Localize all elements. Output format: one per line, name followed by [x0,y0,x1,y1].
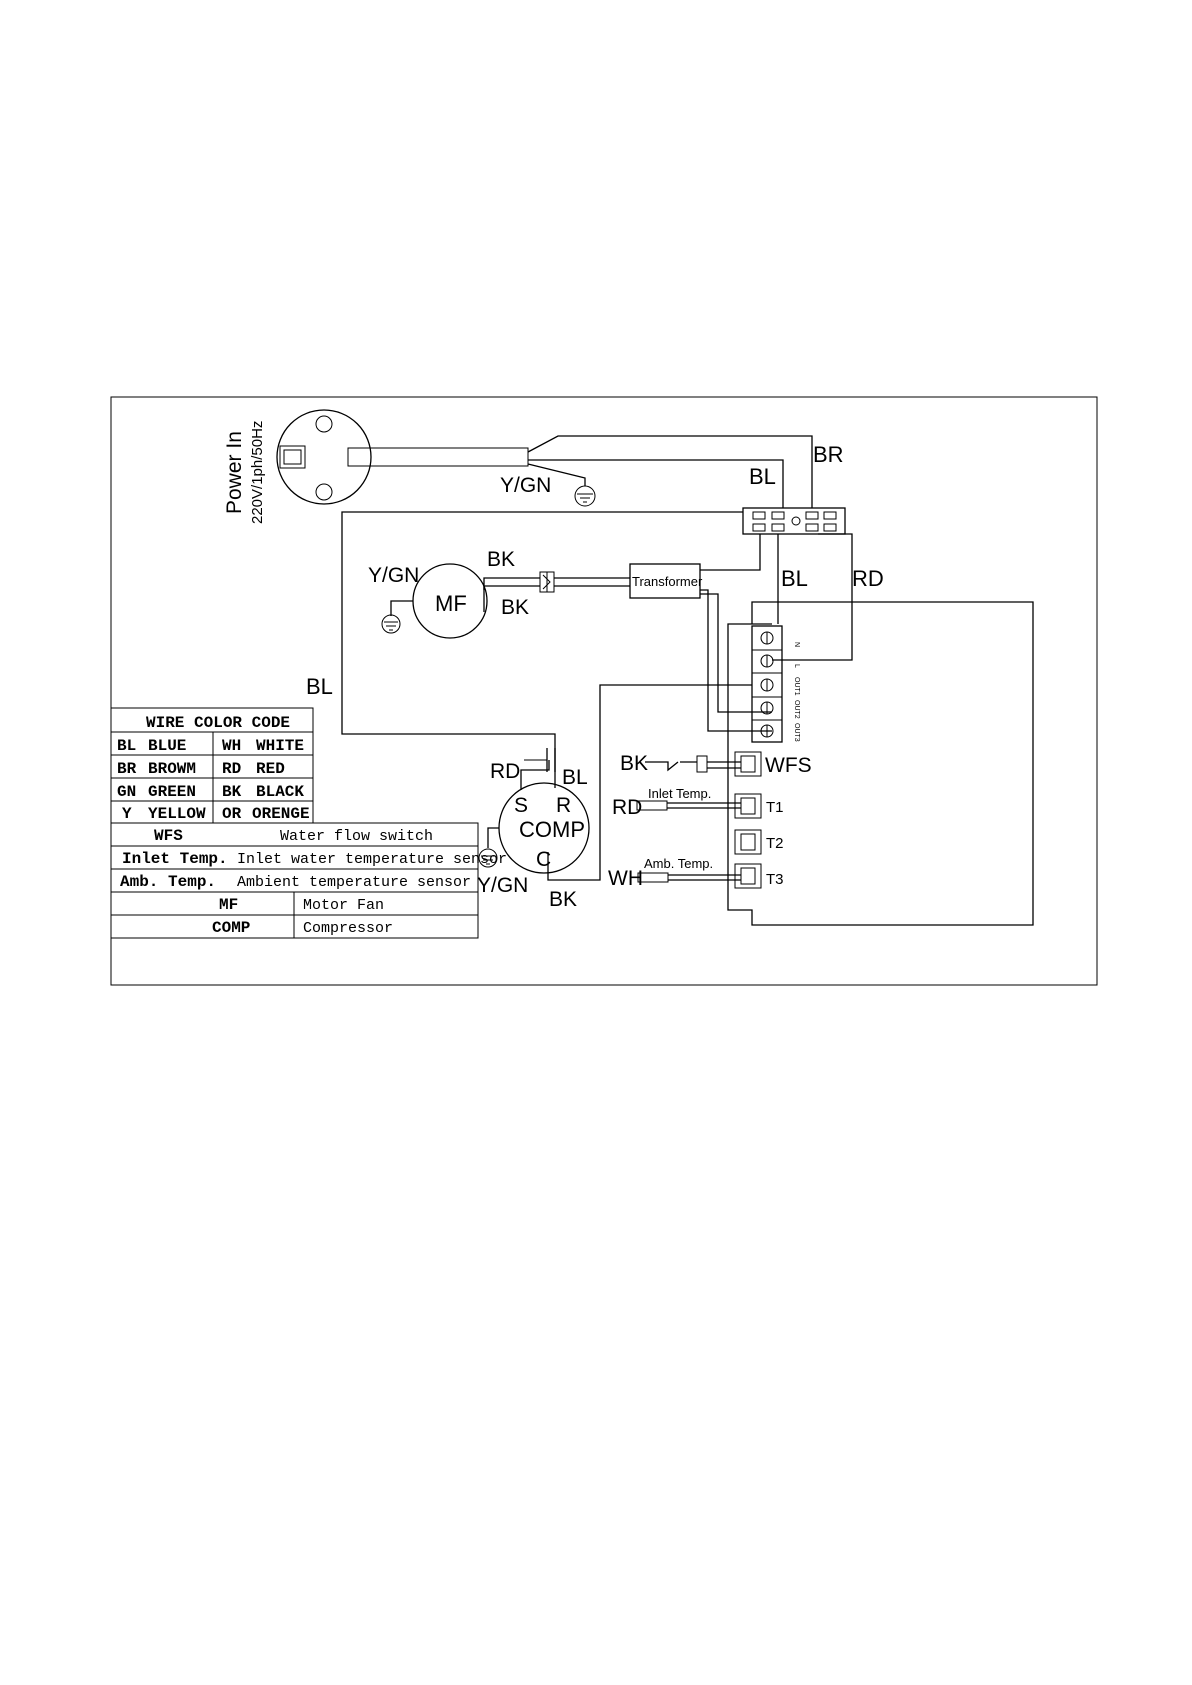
transformer-input-wire [700,534,761,571]
fan-label: MF [435,591,467,616]
wfs-label: WFS [765,754,812,777]
bl-mid-label: BL [781,566,808,591]
comp-r-label: R [556,794,571,817]
legend-abbr: MF [219,896,238,914]
transformer-out-wire-2 [700,593,772,713]
power-spec: 220V/1ph/50Hz [249,421,266,524]
inlet-sensor [636,800,668,811]
transformer-out-wire-1 [700,589,772,732]
legend-abbr: Inlet Temp. [122,850,228,868]
comp-s-wire [520,760,550,790]
wire-color-legend [110,707,479,939]
power-in-title: Power In [223,431,246,514]
fan-bk-wire-2 [483,585,540,612]
fan-ygn-label: Y/GN [368,564,419,587]
transformer-label: Transformer [632,574,703,589]
ground-icon [574,485,596,507]
comp-bk-label: BK [549,888,577,911]
bl-left-label: BL [306,674,333,699]
terminal-out3: OUT3 [793,723,800,742]
legend-desc: Water flow switch [280,828,433,845]
br-label: BR [813,442,844,467]
terminal-out2: OUT2 [793,700,800,719]
ground-icon [478,848,498,868]
legend-color-name: WHITE [256,737,304,755]
rd-mid-wire [772,533,853,661]
legend-code: Y [122,805,132,823]
legend-desc: Ambient temperature sensor [237,874,471,891]
fan-bk-label-2: BK [501,596,529,619]
fan-connector [539,571,555,593]
legend-color-name: BROWM [148,760,196,778]
t1-connector [734,793,762,819]
amb-sensor [637,872,669,883]
comp-s-label: S [514,794,528,817]
inlet-temp-label: Inlet Temp. [648,786,711,801]
pcb-terminal-strip [751,625,783,743]
t2-label: T2 [766,835,784,852]
legend-code: WH [222,737,241,755]
legend-color-name: BLUE [148,737,186,755]
bl-top-label: BL [749,464,776,489]
legend-color-name: ORENGE [252,805,310,823]
wfs-switch [696,755,708,773]
legend-code: RD [222,760,241,778]
legend-code: GN [117,783,136,801]
legend-abbr: COMP [212,919,250,937]
wfs-connector [734,751,762,777]
legend-code: OR [222,805,242,823]
terminal-n: N [793,642,800,647]
legend-color-name: GREEN [148,783,196,801]
t3-connector [734,863,762,889]
ground-icon [381,614,401,634]
ygn-plug-label: Y/GN [500,474,551,497]
pcb-board [727,601,1034,926]
wfs-bk-label: BK [620,752,648,775]
legend-abbr: WFS [154,827,183,845]
br-wire [527,435,813,508]
transformer [629,563,701,599]
terminal-l: L [793,664,800,668]
rd-mid-label: RD [852,566,884,591]
amb-temp-label: Amb. Temp. [644,856,713,871]
comp-rd-label: RD [490,760,520,783]
capacitor [524,748,556,772]
amb-wh-label: WH [608,867,643,890]
inlet-rd-label: RD [612,796,642,819]
out1-comp-wire [547,684,752,881]
bl-wire-top [528,459,784,508]
terminal-out1: OUT1 [793,677,800,696]
legend-desc: Motor Fan [303,897,384,914]
legend-color-name: BLACK [256,783,304,801]
legend-code: BR [117,760,137,778]
ygn-plug-wire [527,463,586,486]
diagram-frame [110,396,1098,986]
legend-code: BL [117,737,136,755]
t3-label: T3 [766,871,784,888]
t2-connector [734,829,762,855]
legend-desc: Inlet water temperature sensor [237,851,507,868]
wfs-wire [645,761,679,772]
terminal-block [742,507,846,535]
fan-bk-wire-1 [483,577,540,590]
legend-color-name: YELLOW [148,805,206,823]
comp-bl-label: BL [562,766,588,789]
comp-ygn-label: Y/GN [477,874,528,897]
comp-name-label: COMP [519,817,585,842]
fan-bk-label-1: BK [487,548,515,571]
comp-c-label: C [536,848,551,871]
power-plug [276,409,529,505]
legend-desc: Compressor [303,920,393,937]
comp-ground-wire [487,827,499,848]
bl-left-wire [341,511,743,760]
legend-color-name: RED [256,760,285,778]
legend-code: BK [222,783,242,801]
legend-abbr: Amb. Temp. [120,873,216,891]
t1-label: T1 [766,799,784,816]
legend-title: WIRE COLOR CODE [146,714,290,732]
fan-ground-wire [390,600,413,616]
